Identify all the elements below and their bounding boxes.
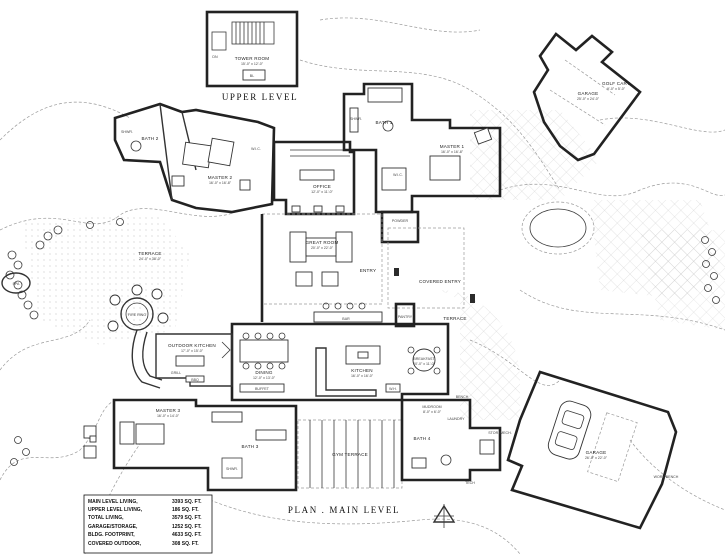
great-room-label: GREAT ROOM: [306, 240, 339, 245]
outdoor-kitchen-label: OUTDOOR KITCHEN: [168, 343, 216, 348]
bench-label: BENCH: [456, 395, 469, 399]
master3-label: MASTER 3: [156, 408, 181, 413]
north-arrow-icon: [432, 504, 456, 528]
fire-ring-label: FIRE RING: [128, 313, 146, 317]
great-room-dim: 20'-0" x 22'-0": [311, 246, 334, 250]
powder-label: POWDER: [392, 219, 409, 223]
area-row-label: COVERED OUTDOOR,: [88, 541, 142, 547]
golf-cart-dim: 9'-0" x 5'-0": [607, 87, 626, 91]
spa-label: SPA: [13, 282, 21, 286]
kitchen-wh-label: W.H.: [389, 387, 397, 391]
area-row-label: TOTAL LIVING,: [88, 515, 124, 521]
kitchen-label: KITCHEN: [351, 368, 373, 373]
tower-bl-label: BL: [250, 74, 254, 78]
master3-shwr-label: SHWR.: [226, 467, 238, 471]
tech-label: TECH: [465, 481, 475, 485]
mudroom-label: MUDROOM: [422, 405, 441, 409]
area-row-value: 1252 SQ. FT.: [172, 524, 202, 530]
master3-dim: 16'-0" x 14'-0": [157, 414, 180, 418]
shrub-cluster: [5, 218, 720, 466]
bath1-label: BATH 1: [376, 120, 393, 125]
grill-label: GRILL: [171, 371, 181, 375]
master1-dim: 16'-0" x 16'-8": [441, 150, 464, 154]
area-row-label: BLDG. FOOTPRINT,: [88, 532, 135, 538]
area-row-value: 3393 SQ. FT.: [172, 499, 202, 505]
site-landscape: SPA: [0, 17, 725, 554]
area-row-label: UPPER LEVEL LIVING,: [88, 507, 143, 513]
garage-bottom-dim: 26'-0" x 22'-0": [585, 456, 608, 460]
terrace-left-dim: 24'-0" x 38'-0": [139, 257, 162, 261]
garage-golf-cart-building: GARAGE 25'-0" x 24'-0" GOLF CART 9'-0" x…: [532, 32, 642, 162]
area-row-value: 3579 SQ. FT.: [172, 515, 202, 521]
breakfast-dim: 10'-0" x 11'-0": [413, 362, 436, 366]
office-label: OFFICE: [313, 184, 331, 189]
kitchen-dim: 16'-0" x 16'-0": [351, 374, 374, 378]
storage-mech-label: STOR./MECH.: [488, 431, 512, 435]
area-row-label: GARAGE/STORAGE,: [88, 524, 138, 530]
mudroom-dim: 8'-0" x 6'-0": [423, 410, 442, 414]
spa-tub: [1, 272, 31, 294]
office-dim: 12'-0" x 11'-0": [311, 190, 334, 194]
bbq-label: BBQ: [191, 378, 199, 382]
tower-dn-label: DN: [212, 55, 218, 59]
outdoor-kitchen-dim: 17'-0" x 15'-0": [181, 349, 204, 353]
master1-label: MASTER 1: [440, 144, 465, 149]
garage-top-dim: 25'-0" x 24'-0": [577, 97, 600, 101]
laundry-label: LAUNDRY: [447, 417, 465, 421]
master2-dim: 16'-0" x 16'-8": [209, 181, 232, 185]
area-summary-table: MAIN LEVEL LIVING, 3393 SQ. FT. UPPER LE…: [83, 494, 213, 554]
area-row-value: 186 SQ. FT.: [172, 507, 199, 513]
entry-label: ENTRY: [360, 268, 377, 273]
bath3-label: BATH 3: [242, 444, 259, 449]
terrace-right-label: TERRACE: [443, 316, 466, 321]
work-bench-label: WORK BENCH: [654, 475, 679, 479]
garage-bottom-building: GARAGE 26'-0" x 22'-0" WORK BENCH: [506, 370, 679, 530]
breakfast-label: BREAKFAST: [413, 357, 435, 361]
bath2-label: BATH 2: [142, 136, 159, 141]
gym-terrace-label: GYM TERRACE: [332, 452, 368, 457]
master2-label: MASTER 2: [208, 175, 233, 180]
main-house: MASTER 2 16'-0" x 16'-8" BATH 2 SHWR. W.…: [83, 82, 512, 492]
buffet-label: BUFFET: [255, 387, 270, 391]
covered-entry-label: COVERED ENTRY: [419, 279, 461, 284]
wic-right-label: W.I.C.: [393, 173, 403, 177]
golf-cart-label: GOLF CART: [602, 81, 630, 86]
wic-left-label: W.I.C.: [251, 147, 261, 151]
area-row-value: 4633 SQ. FT.: [172, 532, 202, 538]
tower-room-label: TOWER ROOM: [235, 56, 270, 61]
tower-room-dim: 15'-0" x 12'-0": [241, 62, 264, 66]
pantry-label: PANTRY: [398, 315, 413, 319]
main-level-title: PLAN . MAIN LEVEL: [288, 505, 400, 515]
bar-label: BAR: [342, 317, 350, 321]
master1-shwr-label: SHWR.: [350, 117, 362, 121]
garage-top-label: GARAGE: [578, 91, 599, 96]
upper-level-tower: DN TOWER ROOM 15'-0" x 12'-0" BL: [205, 10, 299, 88]
area-row-label: MAIN LEVEL LIVING,: [88, 499, 138, 505]
bath4-label: BATH 4: [414, 436, 431, 441]
upper-level-title: UPPER LEVEL: [222, 92, 298, 102]
master2-shwr-label: SHWR.: [121, 130, 133, 134]
dining-label: DINING: [255, 370, 273, 375]
dining-dim: 12'-0" x 13'-0": [253, 376, 276, 380]
area-row-value: 308 SQ. FT.: [172, 541, 199, 547]
garage-bottom-label: GARAGE: [586, 450, 607, 455]
terrace-left-label: TERRACE: [138, 251, 161, 256]
